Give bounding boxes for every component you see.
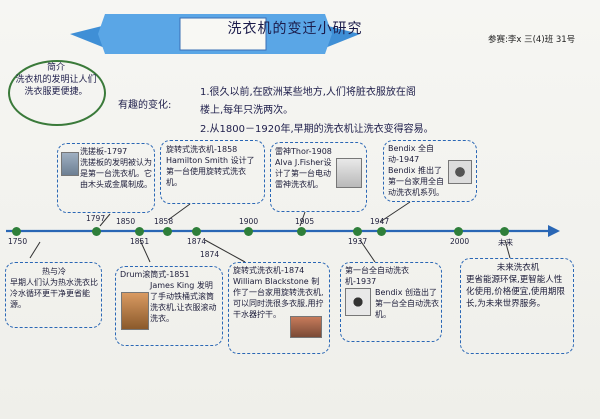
connector-rotary-1874 xyxy=(204,239,246,263)
card-rotary-1858-text: 旋转式洗衣机-1858 Hamilton Smith 设计了第一台使用旋转式洗衣… xyxy=(166,144,260,188)
card-drum-title: Drum滚筒式-1851 xyxy=(120,270,190,279)
card-auto-1937-text: 第一台全自动洗衣机-1937 Bendix 创造出了第一台全自动洗衣机。 xyxy=(345,265,439,320)
bendix-drum-photo xyxy=(448,160,472,184)
year-label: 1905 xyxy=(295,217,315,226)
year-label: 1850 xyxy=(116,217,136,226)
connector-thor xyxy=(299,211,306,227)
card-bendix-1947-title: Bendix 全自动-1947 xyxy=(388,144,435,164)
page-title: 洗衣机的变迁小研究 xyxy=(227,21,363,37)
timeline-dot xyxy=(454,227,463,236)
card-bendix-1947-text: Bendix 全自动-1947 Bendix 推出了第一台家用全自动洗衣机系列。 xyxy=(388,143,450,198)
card-thor-title: 雷神Thor-1908 xyxy=(275,147,332,156)
connector-future xyxy=(504,239,511,259)
card-thor-body: Alva J.Fisher设计了第一台电动雷神洗衣机。 xyxy=(275,158,332,189)
thor-washer-photo xyxy=(336,158,362,188)
card-thor xyxy=(270,142,367,212)
timeline-dot xyxy=(12,227,21,236)
card-bendix-1947-body: Bendix 推出了第一台家用全自动洗衣机系列。 xyxy=(388,166,444,197)
timeline-dot xyxy=(192,227,201,236)
card-bendix-1947 xyxy=(383,140,477,202)
timeline-dot xyxy=(92,227,101,236)
year-label: 2000 xyxy=(450,237,470,246)
card-rotary-1874-body: William Blackstone 制作了一台家用旋转洗衣机,可以同时洗很多衣… xyxy=(233,277,324,319)
card-auto-1937-body: Bendix 创造出了第一台全自动洗衣机。 xyxy=(375,288,439,319)
card-drum-body: James King 发明了手动铁桶式滚筒洗衣机,让衣服滚动洗衣。 xyxy=(150,281,217,323)
timeline-arrowhead xyxy=(548,225,560,237)
connector-washboard xyxy=(99,213,111,227)
card-drum xyxy=(115,266,223,346)
auto-washer-photo xyxy=(345,288,371,316)
card-washboard-text: 洗搓板-1797 洗搓板的发明被认为是第一台洗衣机。它由木头或金属制成。 xyxy=(80,146,152,190)
card-heat-cold-title: 热与冷 xyxy=(42,267,66,276)
card-rotary-1874-text: 旋转式洗衣机-1874 William Blackstone 制作了一台家用旋转… xyxy=(233,265,325,320)
title-banner xyxy=(70,14,360,54)
year-label: 1874 xyxy=(200,250,220,259)
card-rotary-1858-title: 旋转式洗衣机-1858 xyxy=(166,145,238,154)
rotary-washer-photo xyxy=(290,316,322,338)
timeline-dot xyxy=(353,227,362,236)
timeline-dot xyxy=(500,227,509,236)
year-label: 1797 xyxy=(86,214,106,223)
card-thor-text: 雷神Thor-1908 Alva J.Fisher设计了第一台电动雷神洗衣机。 xyxy=(275,146,337,190)
year-label: 1858 xyxy=(154,217,174,226)
card-future-text: 未来洗衣机 更省能源环保,更智能人性化使用,价格便宜,使用期限长,为未来世界服务… xyxy=(466,262,570,310)
card-washboard-title: 洗搓板-1797 xyxy=(80,147,128,156)
intro-block: 简介 洗衣机的发明让人们洗衣服更便捷。 xyxy=(14,62,98,98)
banner-title-box xyxy=(179,17,267,51)
year-label: 1750 xyxy=(8,237,28,246)
year-label: 未来 xyxy=(498,238,513,247)
year-label: 1851 xyxy=(130,237,150,246)
connector-bendix-1947 xyxy=(379,201,411,223)
intro-ellipse xyxy=(8,60,106,126)
card-rotary-1858 xyxy=(160,140,265,204)
connector-heat-cold xyxy=(29,241,41,259)
intro-text: 洗衣机的发明让人们洗衣服更便捷。 xyxy=(15,75,97,97)
timeline-dot xyxy=(297,227,306,236)
card-future xyxy=(460,258,574,354)
timeline-dot xyxy=(244,227,253,236)
timeline-dot xyxy=(135,227,144,236)
card-future-body: 更省能源环保,更智能人性化使用,价格便宜,使用期限长,为未来世界服务。 xyxy=(466,275,565,309)
card-drum-text: Drum滚筒式-1851 James King 发明了手动铁桶式滚筒洗衣机,让衣… xyxy=(120,269,220,324)
card-washboard-body: 洗搓板的发明被认为是第一台洗衣机。它由木头或金属制成。 xyxy=(80,158,152,189)
drum-washer-photo xyxy=(121,292,149,330)
card-rotary-1874-title: 旋转式洗衣机-1874 xyxy=(233,266,305,275)
interesting-line-2: 楼上,每年只洗两次。 xyxy=(200,105,294,116)
card-rotary-1874 xyxy=(228,262,330,354)
year-label: 1900 xyxy=(239,217,259,226)
washboard-photo xyxy=(61,152,79,176)
timeline-dot xyxy=(163,227,172,236)
card-auto-1937-title: 第一台全自动洗衣机-1937 xyxy=(345,266,409,286)
year-label: 1937 xyxy=(348,237,368,246)
interesting-line-3: 2.从1800－1920年,早期的洗衣机让洗衣变得容易。 xyxy=(200,124,434,135)
card-washboard xyxy=(57,143,155,213)
timeline-dot xyxy=(377,227,386,236)
connector-rotary-1858 xyxy=(167,203,191,221)
intro-heading: 简介 xyxy=(46,63,65,73)
card-auto-1937 xyxy=(340,262,442,342)
card-rotary-1858-body: Hamilton Smith 设计了第一台使用旋转式洗衣机。 xyxy=(166,156,255,187)
card-future-title: 未来洗衣机 xyxy=(496,263,540,273)
connector-auto-1937 xyxy=(359,239,376,263)
interesting-line-1: 1.很久以前,在欧洲某些地方,人们将脏衣服放在阁 xyxy=(200,87,416,98)
card-heat-cold-text: 热与冷 早期人们认为热水洗衣比冷水循环更干净更省能源。 xyxy=(10,266,98,310)
year-label: 1874 xyxy=(187,237,207,246)
card-heat-cold-body: 早期人们认为热水洗衣比冷水循环更干净更省能源。 xyxy=(10,278,98,309)
card-heat-cold xyxy=(5,262,102,328)
year-label: 1947 xyxy=(370,217,390,226)
interesting-label: 有趣的变化: xyxy=(118,100,172,111)
author-info: 参赛:李x 三(4)班 31号 xyxy=(488,35,576,45)
connector-drum xyxy=(139,239,151,263)
